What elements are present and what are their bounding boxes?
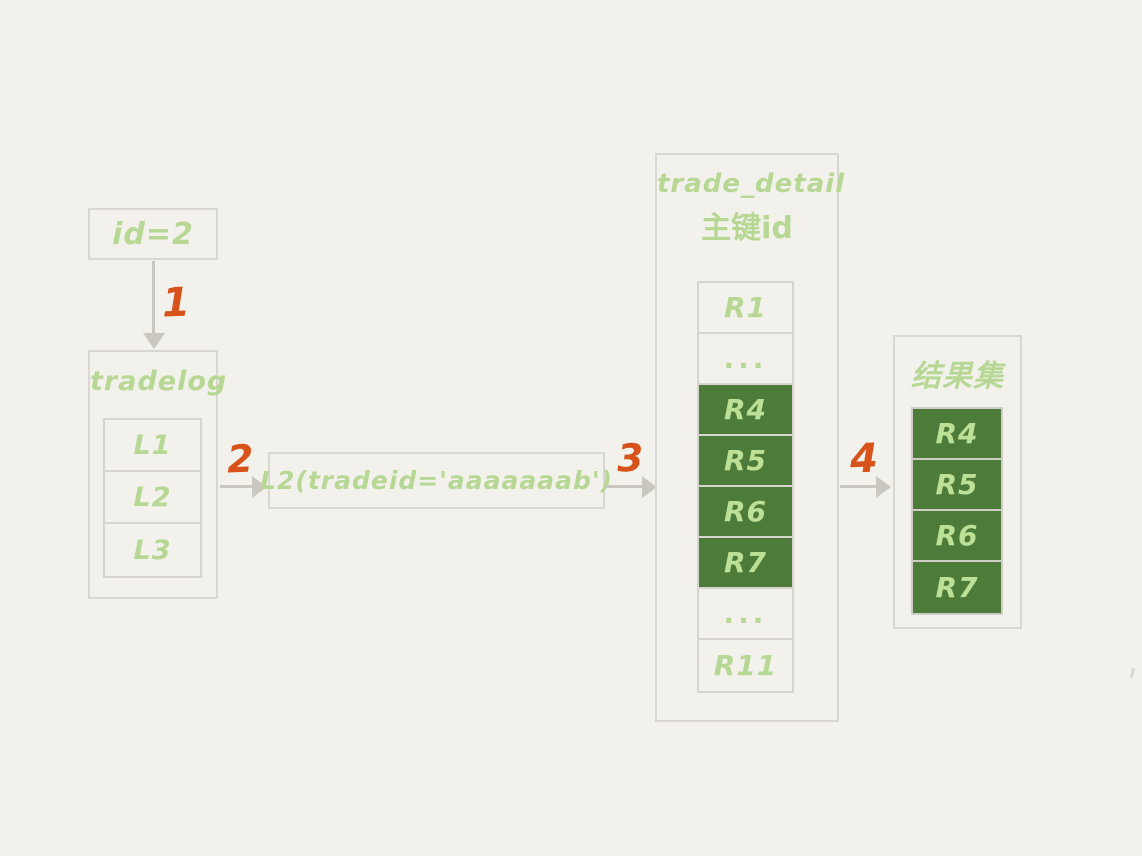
trade-detail-row: R1: [699, 283, 792, 334]
trade-detail-rows: R1 ... R4 R5 R6 R7 ... R11: [697, 281, 794, 693]
result-set-rows: R4 R5 R6 R7: [911, 407, 1003, 615]
trade-detail-row-highlighted: R7: [699, 538, 792, 589]
result-set-row: R6: [913, 511, 1001, 562]
arrow-2-right-head-icon: [252, 476, 267, 498]
step-1-label: 1: [161, 279, 191, 327]
trade-detail-row-highlighted: R4: [699, 385, 792, 436]
result-set-row: R5: [913, 460, 1001, 511]
step-3-label: 3: [616, 435, 645, 481]
trade-detail-subtitle: 主键id: [701, 211, 793, 246]
arrow-1-line: [152, 261, 155, 337]
result-set-row: R7: [913, 562, 1001, 613]
id-value-box: id=2: [88, 208, 218, 260]
trade-detail-row-highlighted: R6: [699, 487, 792, 538]
result-set-title: 结果集: [911, 359, 1004, 394]
tradelog-table-box: tradelog L1 L2 L3: [88, 350, 228, 599]
tradelog-title: tradelog: [90, 366, 228, 397]
trade-detail-row: R11: [713, 649, 778, 682]
result-set-row: R4: [913, 409, 1001, 460]
step-2-label: 2: [226, 436, 255, 482]
trade-detail-row-ellipsis: ...: [699, 334, 792, 385]
arrow-2-line: [220, 485, 254, 488]
tradelog-rows: L1 L2 L3: [103, 418, 202, 578]
arrow-4-line: [840, 485, 878, 488]
id-value-label: id=2: [112, 216, 194, 252]
arrow-3-right-head-icon: [642, 476, 657, 498]
stray-pen-mark: [1129, 667, 1136, 679]
arrow-3-line: [606, 485, 644, 488]
trade-detail-row-ellipsis: ...: [699, 589, 792, 640]
trade-detail-title: trade_detail: [657, 169, 846, 199]
result-set-box: 结果集 R4 R5 R6 R7: [893, 335, 1022, 629]
tradelog-row: L1: [105, 420, 200, 472]
query-condition-box: L2(tradeid='aaaaaaab'): [260, 452, 612, 509]
step-4-label: 4: [849, 435, 879, 483]
arrow-1-down-head-icon: [143, 333, 165, 349]
trade-detail-container: trade_detail 主键id R1 ... R4 R5 R6 R7 ...…: [655, 153, 846, 722]
arrow-4-right-head-icon: [876, 476, 891, 498]
tradelog-row: L2: [105, 472, 200, 524]
tradelog-row: L3: [133, 534, 172, 566]
trade-detail-row-highlighted: R5: [699, 436, 792, 487]
query-condition-label: L2(tradeid='aaaaaaab'): [260, 466, 613, 495]
